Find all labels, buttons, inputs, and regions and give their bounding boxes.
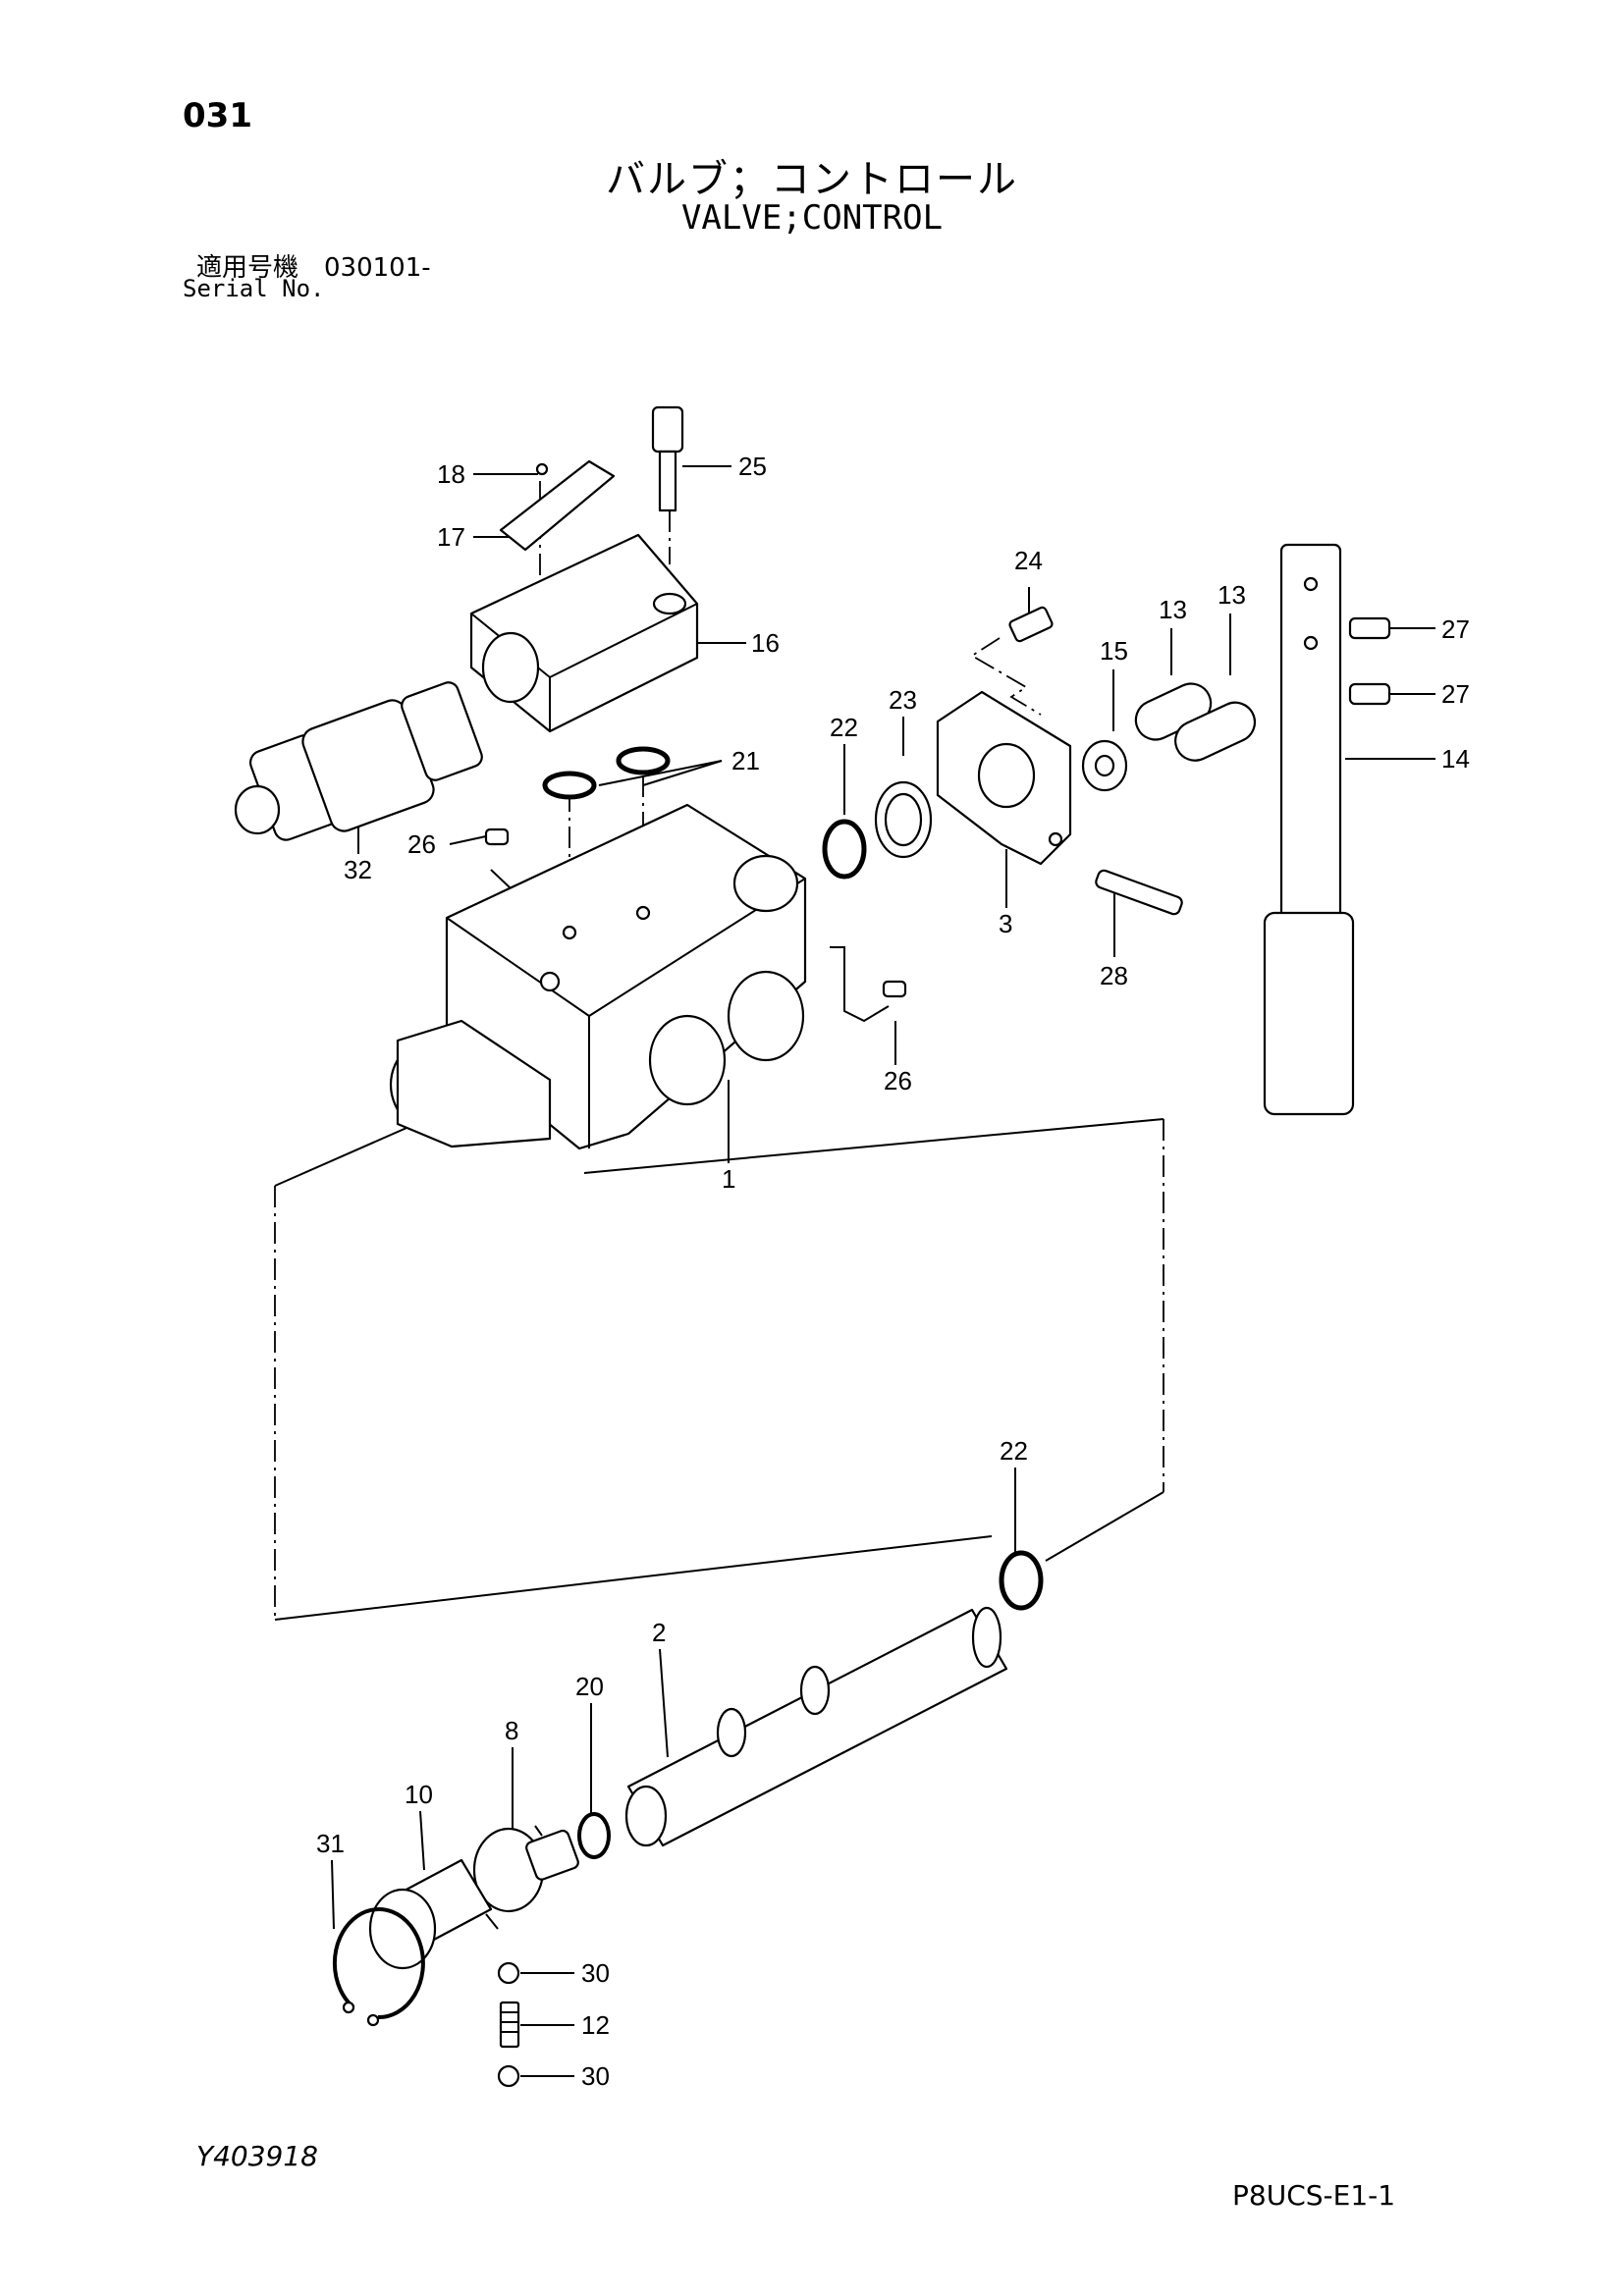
callout-16: 16 <box>751 628 780 658</box>
callout-26b: 26 <box>884 1066 912 1095</box>
part-8-plug <box>472 1827 579 1913</box>
callout-14: 14 <box>1441 744 1470 774</box>
part-3-flange <box>936 690 1072 866</box>
part-22-oring-lower <box>999 1550 1044 1611</box>
callout-labels: 18 17 25 16 24 13 13 27 27 14 15 23 22 2… <box>316 452 1470 2091</box>
callout-25: 25 <box>738 452 767 481</box>
callout-24: 24 <box>1014 546 1043 575</box>
part-1-valve-body <box>389 803 807 1150</box>
callout-26a: 26 <box>407 829 436 859</box>
part-25-bolt <box>651 405 684 512</box>
part-21-orings <box>542 746 671 800</box>
part-2-spool <box>624 1606 1008 1847</box>
callout-18: 18 <box>437 459 465 489</box>
callout-8: 8 <box>505 1716 518 1745</box>
callout-15: 15 <box>1100 636 1128 666</box>
part-32-cartridge <box>234 681 483 841</box>
callout-1: 1 <box>722 1164 735 1194</box>
callout-28: 28 <box>1100 961 1128 990</box>
part-13-links <box>1134 682 1257 762</box>
callout-31: 31 <box>316 1829 345 1858</box>
part-30-ball-upper <box>497 1961 520 1985</box>
part-23-seal <box>874 780 933 859</box>
callout-30b: 30 <box>581 2061 610 2091</box>
part-28-pin <box>1095 869 1183 916</box>
part-15-bushing <box>1081 739 1128 792</box>
part-10-cap <box>368 1858 493 1970</box>
callout-13b: 13 <box>1218 580 1246 610</box>
title-english: VALVE;CONTROL <box>680 198 944 238</box>
callout-23: 23 <box>889 685 917 715</box>
callout-10: 10 <box>405 1780 433 1809</box>
page-code: P8UCS-E1-1 <box>1232 2179 1396 2212</box>
part-14-lever <box>1263 543 1355 1116</box>
callout-21: 21 <box>731 746 760 775</box>
callout-3: 3 <box>999 909 1012 938</box>
callout-17: 17 <box>437 522 465 552</box>
callout-20: 20 <box>575 1672 604 1701</box>
part-26-plugs <box>484 828 907 998</box>
part-22-oring-upper <box>822 819 867 880</box>
drawing-id: Y403918 <box>196 2140 318 2172</box>
callout-22a: 22 <box>830 713 858 742</box>
leader-lines <box>331 465 1435 2077</box>
part-31-snap-ring <box>332 1907 425 2027</box>
title-japanese: バルブ；コントロール <box>606 157 1018 202</box>
part-24-screw <box>1008 606 1054 643</box>
callout-32: 32 <box>344 855 372 884</box>
callout-27a: 27 <box>1441 614 1470 644</box>
callout-22b: 22 <box>1000 1436 1028 1466</box>
page-number: 031 <box>183 96 252 135</box>
serial-label-english: Serial No. <box>183 275 325 302</box>
callout-13a: 13 <box>1159 595 1187 624</box>
callout-12: 12 <box>581 2010 610 2040</box>
part-17-gasket <box>499 459 616 552</box>
callout-27b: 27 <box>1441 679 1470 709</box>
part-12-spring <box>499 2001 520 2049</box>
callout-2: 2 <box>652 1618 666 1647</box>
callout-30a: 30 <box>581 1958 610 1988</box>
serial-label-japanese: 適用号機 030101- <box>196 253 431 283</box>
part-30-ball-lower <box>497 2064 520 2088</box>
part-27-pins <box>1348 616 1391 706</box>
part-16-block <box>469 533 699 733</box>
part-20-oring <box>577 1812 611 1859</box>
